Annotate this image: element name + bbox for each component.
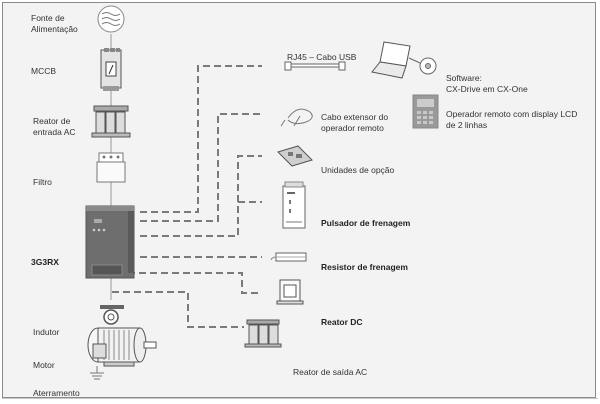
cable-icon (280, 108, 313, 127)
usb-cable-icon (284, 61, 346, 71)
label-inductor: Indutor (33, 327, 60, 337)
label-software: Software: CX-Drive em CX-One (446, 73, 528, 94)
label-input-reactor: Reator de entrada AC (33, 116, 76, 137)
label-output-reactor: Reator de saída AC (293, 367, 368, 377)
label-extension-cable: Cabo extensor do operador remoto (321, 112, 389, 133)
conn-dc-reactor (128, 272, 262, 294)
conn-output-reactor (112, 291, 244, 328)
label-mccb: MCCB (31, 66, 57, 76)
motor-icon (87, 327, 157, 367)
label-filter: Filtro (33, 177, 52, 187)
ground-icon (90, 366, 104, 380)
label-braking-unit: Pulsador de frenagem (321, 218, 411, 228)
label-braking-resistor: Resistor de frenagem (321, 262, 408, 272)
three-phase-reactor-icon (91, 105, 131, 138)
label-drive: 3G3RX (31, 257, 59, 267)
label-power-source: Fonte de Alimentação (31, 13, 78, 34)
remote-operator-icon (412, 94, 439, 129)
label-remote-operator: Operador remoto com display LCD de 2 lin… (446, 109, 578, 130)
inverter-icon (85, 205, 135, 279)
conn-extension-cable (140, 113, 262, 222)
dc-reactor-icon (276, 279, 304, 305)
conn-usb-cable (140, 65, 262, 213)
label-motor: Motor (33, 360, 55, 370)
label-ground: Aterramento (33, 388, 80, 398)
resistor-icon (270, 252, 307, 262)
label-usb-cable: RJ45 – Cabo USB (287, 52, 357, 62)
label-option-units: Unidades de opção (321, 165, 395, 175)
circuit-breaker-icon (100, 48, 122, 91)
cd-icon (419, 57, 437, 75)
option-board-icon (277, 145, 313, 167)
label-dc-reactor: Reator DC (321, 317, 363, 327)
conn-braking-unit (140, 201, 262, 237)
dashed-connections (112, 65, 262, 328)
braking-unit-icon (282, 181, 306, 229)
output-reactor-icon (244, 319, 282, 348)
conn-option-units (140, 155, 262, 237)
filter-icon (96, 152, 126, 183)
laptop-icon (371, 41, 421, 79)
frame-shadow (2, 398, 598, 402)
ac-source-icon (97, 5, 125, 33)
inductor-icon (100, 305, 124, 325)
